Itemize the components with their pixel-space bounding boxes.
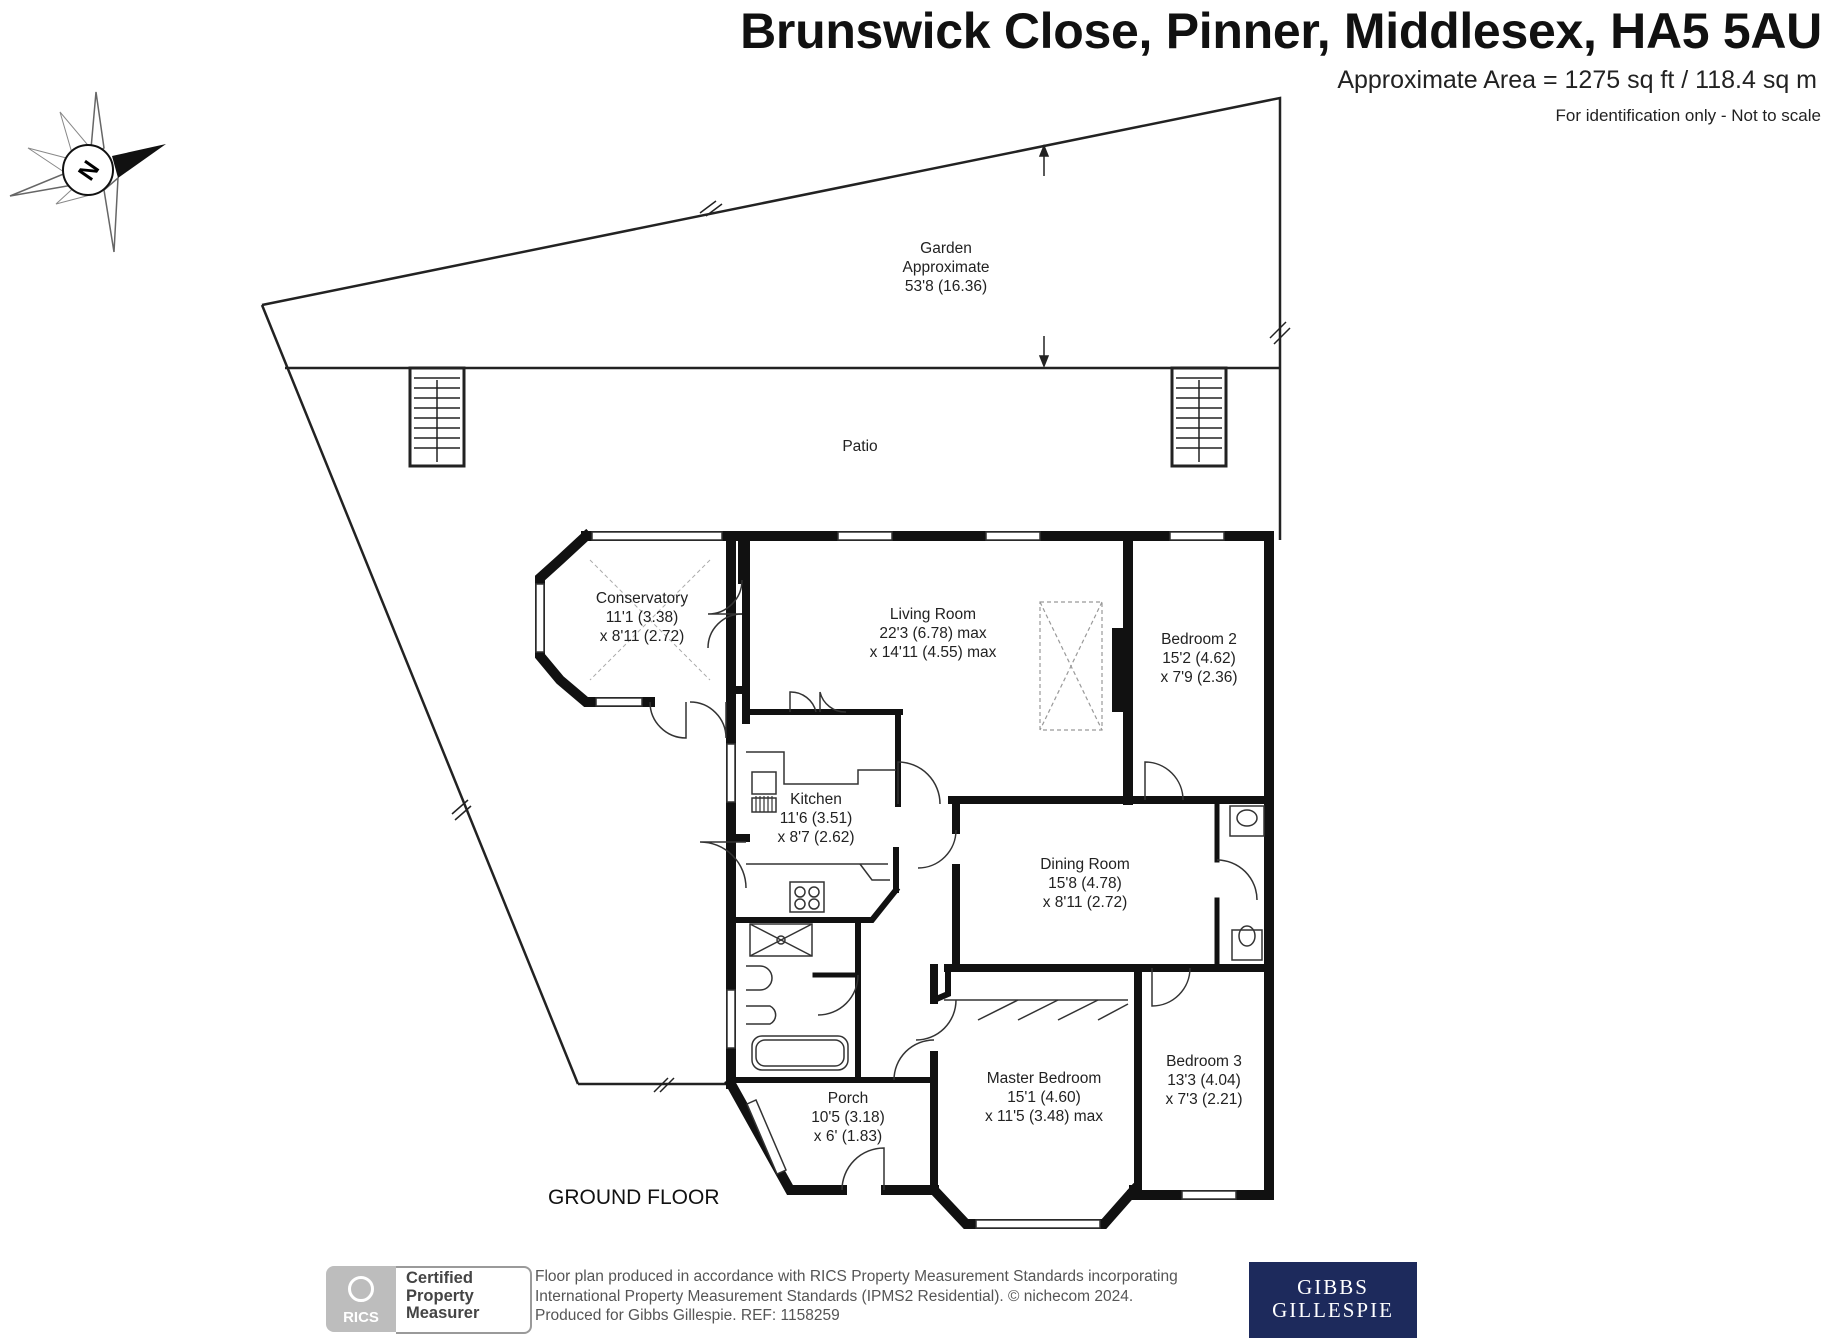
footer-text: Floor plan produced in accordance with R… <box>535 1268 1178 1324</box>
floor-label: GROUND FLOOR <box>548 1186 720 1209</box>
garden-dimension-arrows <box>1038 143 1050 369</box>
fireplace <box>1112 628 1126 712</box>
property-address: Brunswick Close, Pinner, Middlesex, HA5 … <box>740 3 1822 59</box>
wc-fittings <box>1229 805 1265 961</box>
approximate-area: Approximate Area = 1275 sq ft / 118.4 sq… <box>1337 66 1817 94</box>
patio-label: Patio <box>842 438 878 455</box>
windows <box>535 531 1237 1229</box>
disclaimer: For identification only - Not to scale <box>1555 106 1821 125</box>
break-marks <box>451 200 1291 1093</box>
conservatory-ceiling <box>589 559 711 681</box>
rics-emblem-icon <box>348 1276 374 1302</box>
doors <box>649 579 1258 1191</box>
patio-steps-right <box>1170 366 1228 468</box>
bathroom-fittings <box>746 923 849 1071</box>
wardrobe <box>944 999 1129 1021</box>
kitchen-drainer <box>755 796 773 812</box>
rics-logo: RICS <box>326 1266 396 1332</box>
compass-icon <box>9 91 166 253</box>
patio-steps-left <box>408 366 466 468</box>
skylight <box>1039 601 1103 731</box>
